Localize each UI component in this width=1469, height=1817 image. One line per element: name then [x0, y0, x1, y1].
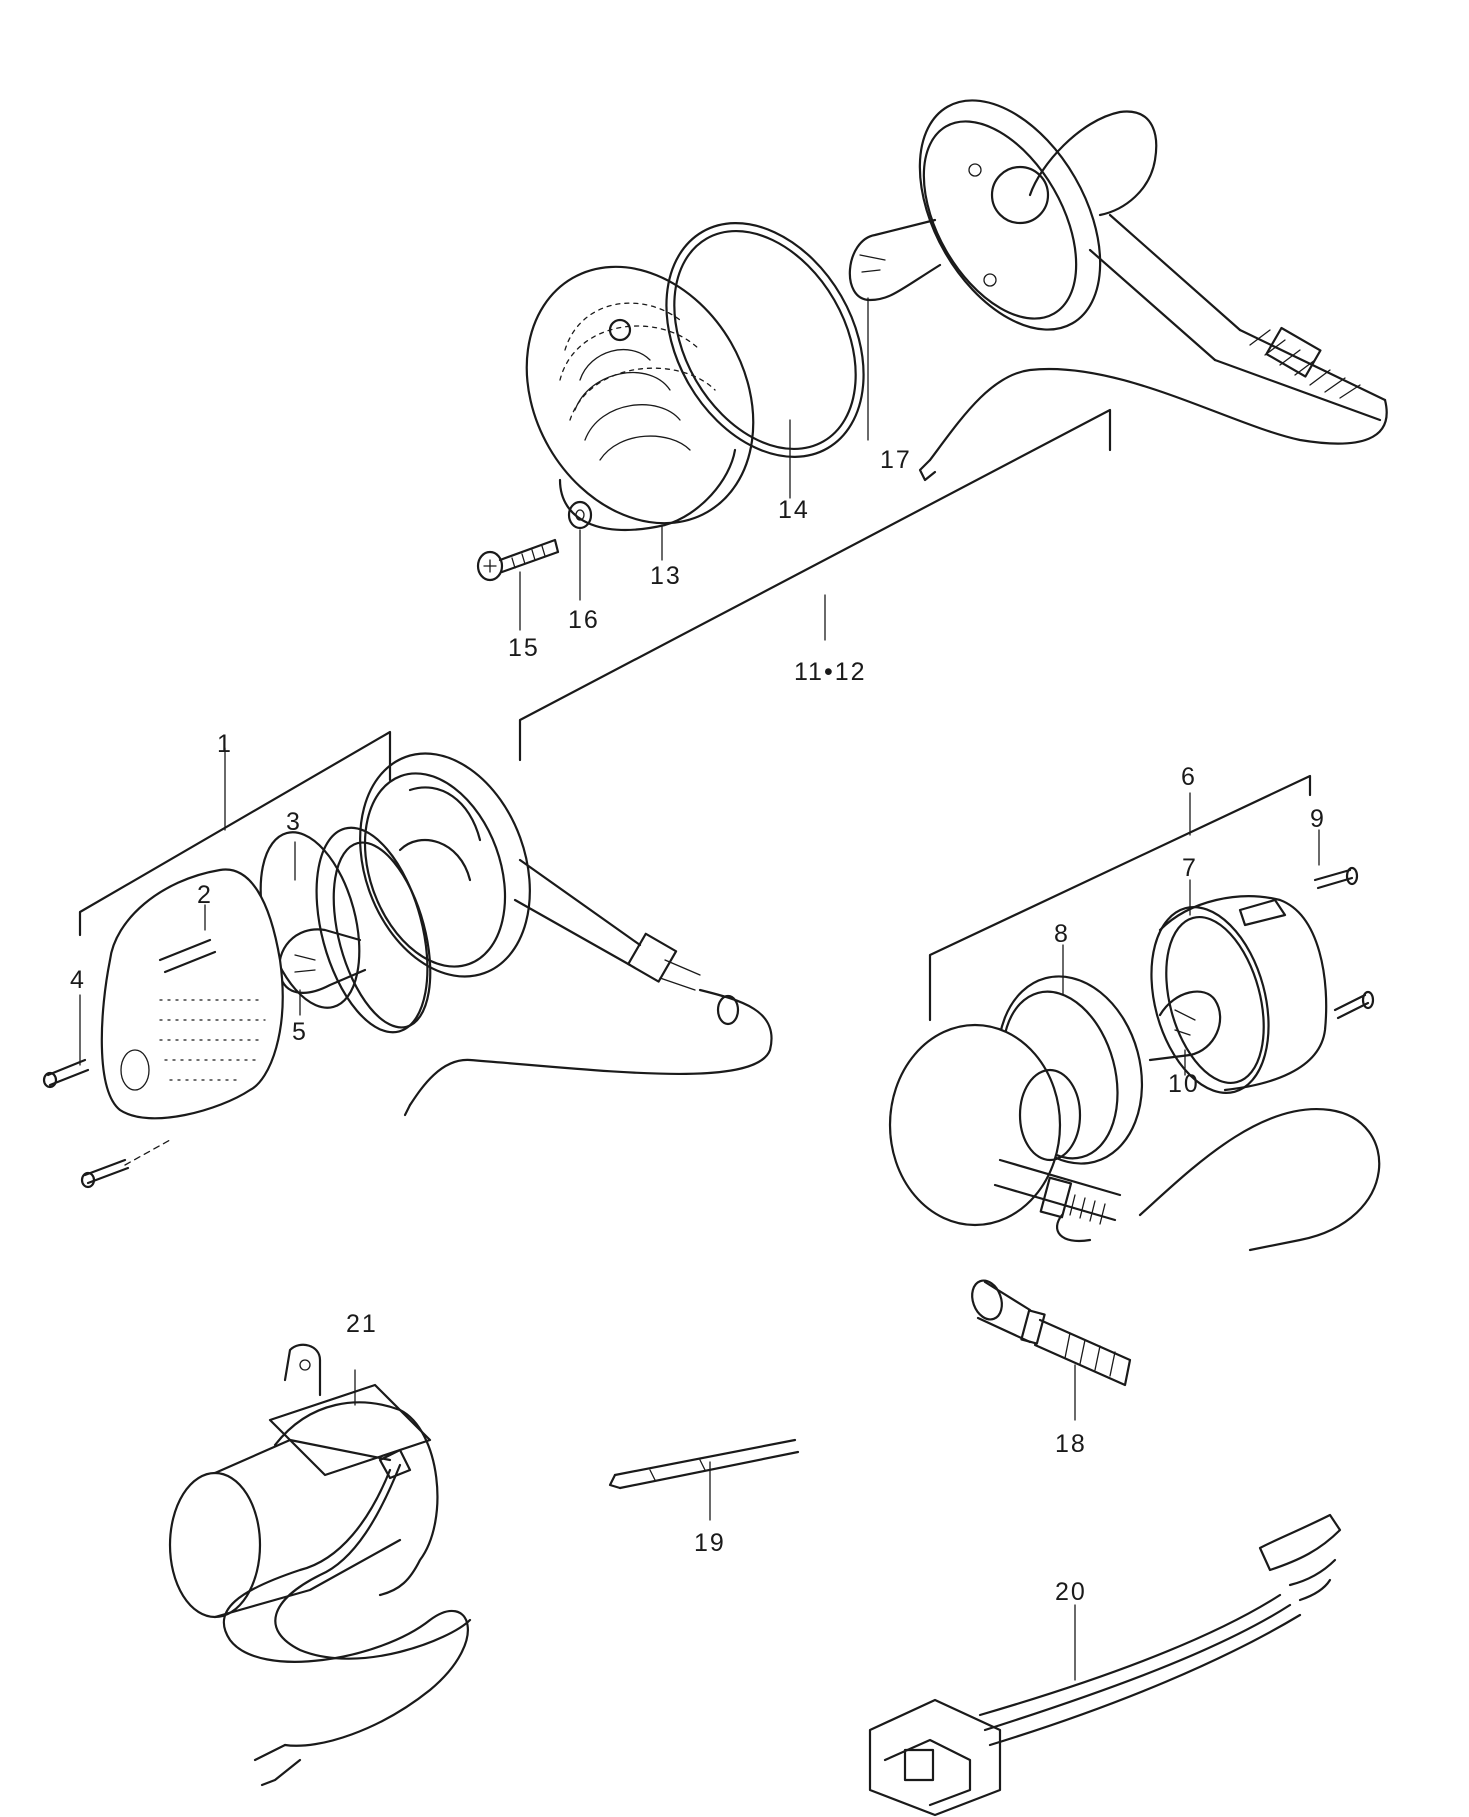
callout-18: 18 [1055, 1430, 1087, 1458]
callout-6: 6 [1181, 763, 1197, 791]
callout-1: 1 [217, 730, 233, 758]
callout-10: 10 [1168, 1070, 1200, 1098]
rear-turn-signal-assembly [476, 99, 1388, 762]
wire-harness [868, 1513, 1342, 1817]
callout-19: 19 [694, 1529, 726, 1557]
callout-5: 5 [292, 1018, 308, 1046]
callout-14: 14 [778, 496, 810, 524]
front-left-turn-signal-assembly [42, 730, 773, 1189]
callout-21: 21 [346, 1310, 378, 1338]
callout-7: 7 [1182, 854, 1198, 882]
callout-13: 13 [650, 562, 682, 590]
callout-8: 8 [1054, 920, 1070, 948]
callout-9: 9 [1310, 805, 1326, 833]
callout-3: 3 [286, 808, 302, 836]
mounting-stud [971, 1279, 1132, 1421]
callout-20: 20 [1055, 1578, 1087, 1606]
callout-16: 16 [568, 606, 600, 634]
front-right-turn-signal-assembly [888, 774, 1381, 1252]
cable-strap [608, 1438, 800, 1521]
callout-2: 2 [197, 881, 213, 909]
callout-15: 15 [508, 634, 540, 662]
callout-11-12: 11•12 [794, 658, 867, 686]
callout-17: 17 [880, 446, 912, 474]
callout-labels: 17 14 13 16 15 11•12 1 3 2 4 5 6 9 7 8 1… [70, 446, 1326, 1606]
flasher-relay [168, 1343, 472, 1787]
callout-4: 4 [70, 966, 86, 994]
